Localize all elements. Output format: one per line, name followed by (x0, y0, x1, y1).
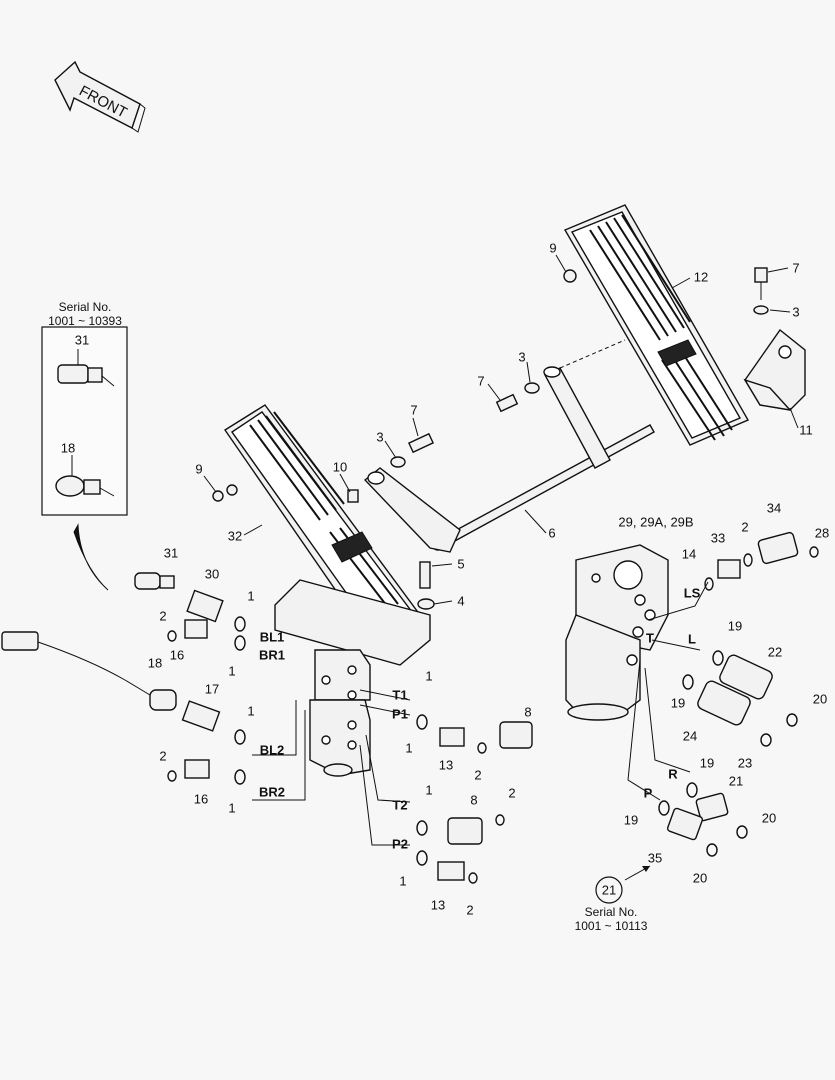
part-7-top: 7 (792, 260, 800, 276)
part-8-a: 8 (524, 704, 532, 720)
serial-note-bottom: Serial No. 1001 ~ 10113 (575, 905, 648, 933)
part-24: 24 (682, 728, 698, 744)
part-1-c: 1 (247, 703, 255, 719)
port-p1: P1 (392, 706, 408, 722)
port-t: T (646, 630, 654, 646)
part-20-b: 20 (761, 810, 777, 826)
part-1-d: 1 (228, 800, 236, 816)
fasteners (212, 382, 540, 610)
part-31: 31 (163, 545, 179, 561)
port-l: L (688, 631, 696, 647)
lever-arm (363, 467, 461, 553)
part-7-left: 7 (410, 402, 418, 418)
inset-pointer-arrow (73, 523, 109, 591)
steering-unit (565, 544, 709, 801)
part-16-b: 16 (193, 791, 209, 807)
part-2-c: 2 (474, 767, 482, 783)
part-7-mid: 7 (477, 373, 485, 389)
part-20-a: 20 (812, 691, 828, 707)
serial-note-bottom-line2: 1001 ~ 10113 (574, 919, 648, 933)
part-2-f: 2 (741, 519, 749, 535)
serial-note-bottom-line1: Serial No. (584, 905, 638, 919)
port-bl2: BL2 (259, 742, 285, 758)
part-1-h: 1 (399, 873, 407, 889)
part-8-b: 8 (470, 792, 478, 808)
part-10: 10 (332, 459, 348, 475)
part-1-f: 1 (405, 740, 413, 756)
part-1-e: 1 (425, 668, 433, 684)
part-28: 28 (814, 525, 830, 541)
part-3-left: 3 (376, 429, 384, 445)
part-11: 11 (799, 422, 813, 438)
bracket (743, 267, 806, 412)
part-1-b: 1 (228, 663, 236, 679)
right-fittings (595, 531, 819, 904)
part-31-inset: 31 (74, 332, 90, 348)
port-t2: T2 (392, 797, 408, 813)
port-t1: T1 (392, 687, 408, 703)
part-19-d: 19 (623, 812, 639, 828)
center-fittings (252, 689, 533, 884)
part-34: 34 (766, 500, 782, 516)
port-p: P (643, 785, 653, 801)
part-13-b: 13 (430, 897, 446, 913)
part-3-mid: 3 (518, 349, 526, 365)
part-17: 17 (204, 681, 220, 697)
circled-part-21: 21 (601, 882, 617, 898)
part-32: 32 (227, 528, 243, 544)
part-29: 29, 29A, 29B (618, 514, 694, 530)
part-18: 18 (147, 655, 163, 671)
part-35: 35 (647, 850, 663, 866)
serial-note-top-line1: Serial No. (58, 300, 112, 314)
part-2-a: 2 (159, 608, 167, 624)
serial-inset-box (41, 326, 128, 516)
part-18-inset: 18 (60, 440, 76, 456)
part-30: 30 (204, 566, 220, 582)
part-2-e: 2 (466, 902, 474, 918)
part-33: 33 (710, 530, 726, 546)
part-2-b: 2 (159, 748, 167, 764)
port-br2: BR2 (258, 784, 286, 800)
serial-note-top: Serial No. 1001 ~ 10393 (48, 300, 122, 328)
right-pedal (563, 204, 749, 446)
part-19-c: 19 (699, 755, 715, 771)
part-12: 12 (693, 269, 709, 285)
part-9-top: 9 (549, 240, 557, 256)
part-14: 14 (681, 546, 697, 562)
part-16-a: 16 (169, 647, 185, 663)
part-13-a: 13 (438, 757, 454, 773)
part-3-top: 3 (792, 304, 800, 320)
port-ls: LS (683, 585, 701, 601)
part-20-c: 20 (692, 870, 708, 886)
front-arrow (54, 60, 146, 133)
part-2-d: 2 (508, 785, 516, 801)
left-fittings (1, 572, 246, 785)
port-p2: P2 (392, 836, 408, 852)
port-r: R (668, 766, 678, 782)
part-1-a: 1 (247, 588, 255, 604)
part-19-b: 19 (670, 695, 686, 711)
brake-valve (274, 579, 431, 777)
port-bl1: BL1 (259, 629, 285, 645)
part-1-g: 1 (425, 782, 433, 798)
part-21: 21 (728, 773, 744, 789)
part-9-left: 9 (195, 461, 203, 477)
left-pedal (224, 404, 422, 641)
part-19-a: 19 (727, 618, 743, 634)
serial-note-top-line2: 1001 ~ 10393 (48, 314, 122, 328)
part-23: 23 (737, 755, 753, 771)
part-22: 22 (767, 644, 783, 660)
part-5: 5 (457, 556, 465, 572)
port-br1: BR1 (258, 647, 286, 663)
part-6: 6 (548, 525, 556, 541)
leader-lines (203, 254, 799, 605)
part-4: 4 (457, 593, 465, 609)
